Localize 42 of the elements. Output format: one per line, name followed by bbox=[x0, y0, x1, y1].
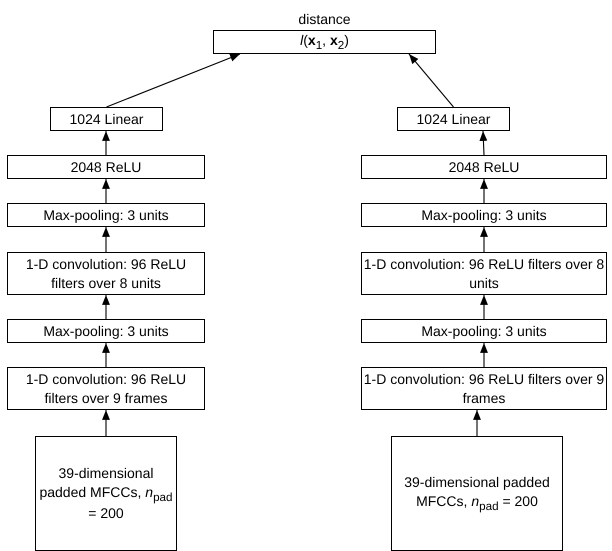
arrow bbox=[102, 410, 110, 436]
layer-box bbox=[7, 203, 205, 227]
arrow bbox=[480, 179, 488, 203]
layer-label: 39-dimensional padded MFCCs, n$_{pad}$ = 200 bbox=[403, 473, 551, 514]
arrow bbox=[102, 295, 110, 319]
layer-label: 1-D convolution: 96 ReLU filters over 9 frames bbox=[24, 370, 188, 407]
arrow bbox=[102, 343, 110, 367]
layer-box bbox=[7, 155, 205, 179]
layer-box bbox=[7, 252, 205, 295]
arrow bbox=[102, 131, 110, 155]
arrow bbox=[479, 130, 488, 156]
layer-label: 1024 Linear bbox=[416, 110, 490, 128]
arrow bbox=[480, 295, 488, 319]
arrow bbox=[480, 227, 488, 252]
layer-label: 1-D convolution: 96 ReLU filters over 8 units bbox=[24, 255, 188, 292]
layer-label: Max-pooling: 3 units bbox=[43, 206, 169, 224]
layer-box bbox=[361, 155, 607, 179]
layer-label: 1-D convolution: 96 ReLU filters over 9 frames bbox=[362, 370, 606, 407]
layer-box bbox=[397, 107, 510, 131]
formula-label: l(x$_{1}$, x$_{2}$) bbox=[300, 31, 349, 53]
arrow bbox=[480, 343, 488, 367]
arrow bbox=[106, 53, 240, 108]
layer-box bbox=[35, 436, 177, 551]
layer-box bbox=[7, 367, 205, 410]
layer-label: 2048 ReLU bbox=[70, 158, 142, 176]
layer-label: Max-pooling: 3 units bbox=[43, 322, 169, 340]
layer-box bbox=[391, 436, 563, 551]
layer-box bbox=[361, 319, 607, 343]
layer-box bbox=[7, 319, 205, 343]
layer-label: 2048 ReLU bbox=[448, 158, 520, 176]
arrow bbox=[473, 410, 481, 436]
layer-box bbox=[50, 107, 163, 131]
layer-label: 39-dimensional padded MFCCs, n$_{pad}$ = 200 bbox=[38, 464, 174, 523]
arrow bbox=[408, 54, 454, 108]
layer-label: 1-D convolution: 96 ReLU filters over 8 units bbox=[362, 255, 606, 292]
layer-label: 1024 Linear bbox=[70, 110, 144, 128]
heading-label: distance bbox=[297, 10, 352, 28]
arrow bbox=[102, 179, 110, 203]
arrow bbox=[102, 227, 110, 252]
layer-label: Max-pooling: 3 units bbox=[421, 206, 547, 224]
layer-box bbox=[361, 203, 607, 227]
layer-label: Max-pooling: 3 units bbox=[421, 322, 547, 340]
